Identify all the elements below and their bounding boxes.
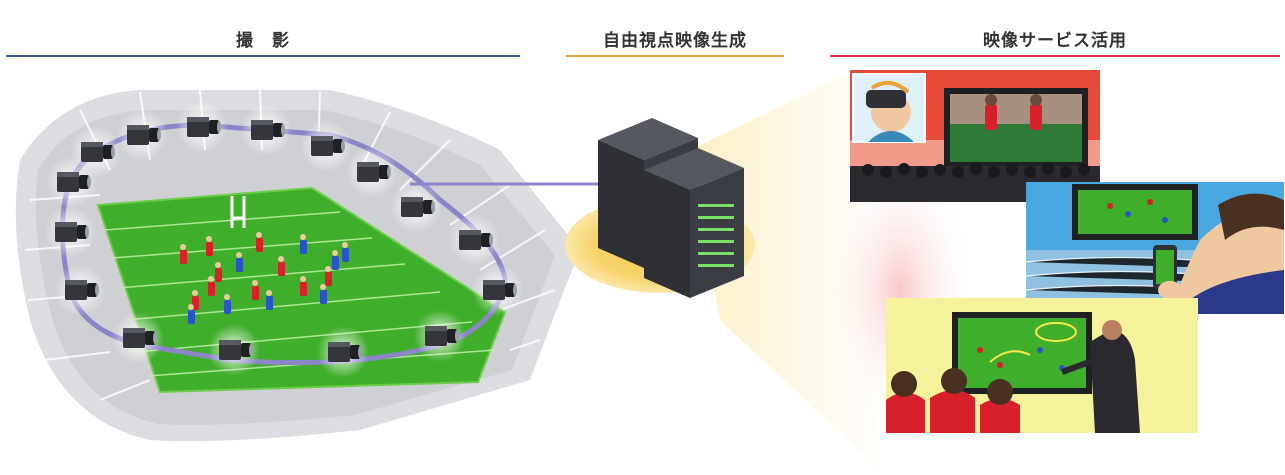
section-rule-generation bbox=[566, 55, 784, 57]
server-group bbox=[565, 70, 880, 470]
rugby-goalpost-icon bbox=[230, 196, 246, 228]
panel-coaching bbox=[886, 298, 1198, 433]
section-title-capture: 撮 影 bbox=[236, 31, 290, 51]
section-rule-services bbox=[830, 55, 1280, 57]
camera-icon bbox=[70, 126, 122, 178]
section-rule-capture bbox=[6, 55, 520, 57]
section-title-services: 映像サービス活用 bbox=[983, 31, 1127, 51]
camera-icon bbox=[44, 206, 96, 258]
section-title-generation: 自由視点映像生成 bbox=[603, 31, 747, 51]
vr-headset-icon bbox=[866, 80, 910, 108]
server-icon bbox=[644, 148, 744, 298]
camera-icon bbox=[54, 264, 106, 316]
camera-icon bbox=[176, 101, 228, 153]
camera-icon bbox=[240, 104, 292, 156]
services bbox=[825, 70, 1285, 433]
stadium bbox=[15, 89, 580, 442]
camera-icon bbox=[116, 109, 168, 161]
camera-icon bbox=[448, 214, 500, 266]
camera-icon bbox=[317, 326, 369, 378]
camera-icon bbox=[346, 146, 398, 198]
camera-icon bbox=[112, 312, 164, 364]
camera-icon bbox=[300, 120, 352, 172]
camera-icon bbox=[208, 324, 260, 376]
smartphone-icon bbox=[1153, 245, 1177, 289]
camera-icon bbox=[472, 264, 524, 316]
panel-vr-viewing bbox=[850, 70, 1100, 202]
camera-icon bbox=[414, 310, 466, 362]
panel-smartphone bbox=[1025, 182, 1285, 314]
players bbox=[180, 232, 349, 324]
camera-icon bbox=[390, 181, 442, 233]
